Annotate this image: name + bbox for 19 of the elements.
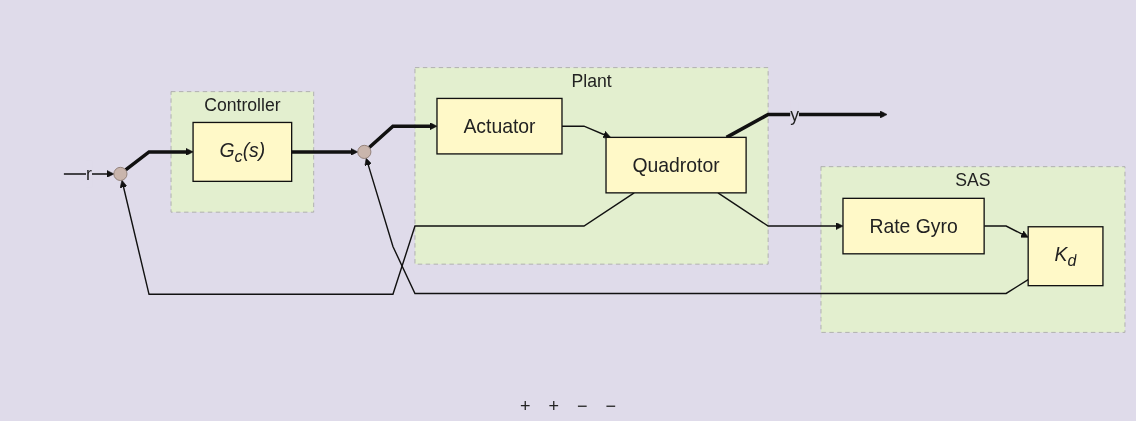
arrow: [124, 148, 194, 172]
sign-label: +: [548, 396, 559, 417]
sign-label: +: [519, 396, 531, 417]
edge-label: r: [85, 164, 92, 184]
node-circle: [113, 166, 128, 181]
node-box: G$_{c}$(s): [192, 121, 293, 182]
node-box: Actuator: [436, 97, 563, 155]
arrow: [364, 157, 1029, 295]
sign-label: −: [577, 396, 588, 417]
node-box: K$_{d}$: [1027, 226, 1104, 287]
edge-label: y: [790, 104, 799, 125]
node-box: Quadrotor: [605, 136, 747, 194]
node-circle: [357, 144, 372, 159]
sign-label: −: [605, 396, 617, 417]
arrow: [561, 125, 611, 139]
arrow: [119, 180, 635, 295]
arrow: [725, 110, 888, 139]
node-box: Rate Gyro: [842, 197, 985, 255]
arrow: [291, 148, 359, 156]
